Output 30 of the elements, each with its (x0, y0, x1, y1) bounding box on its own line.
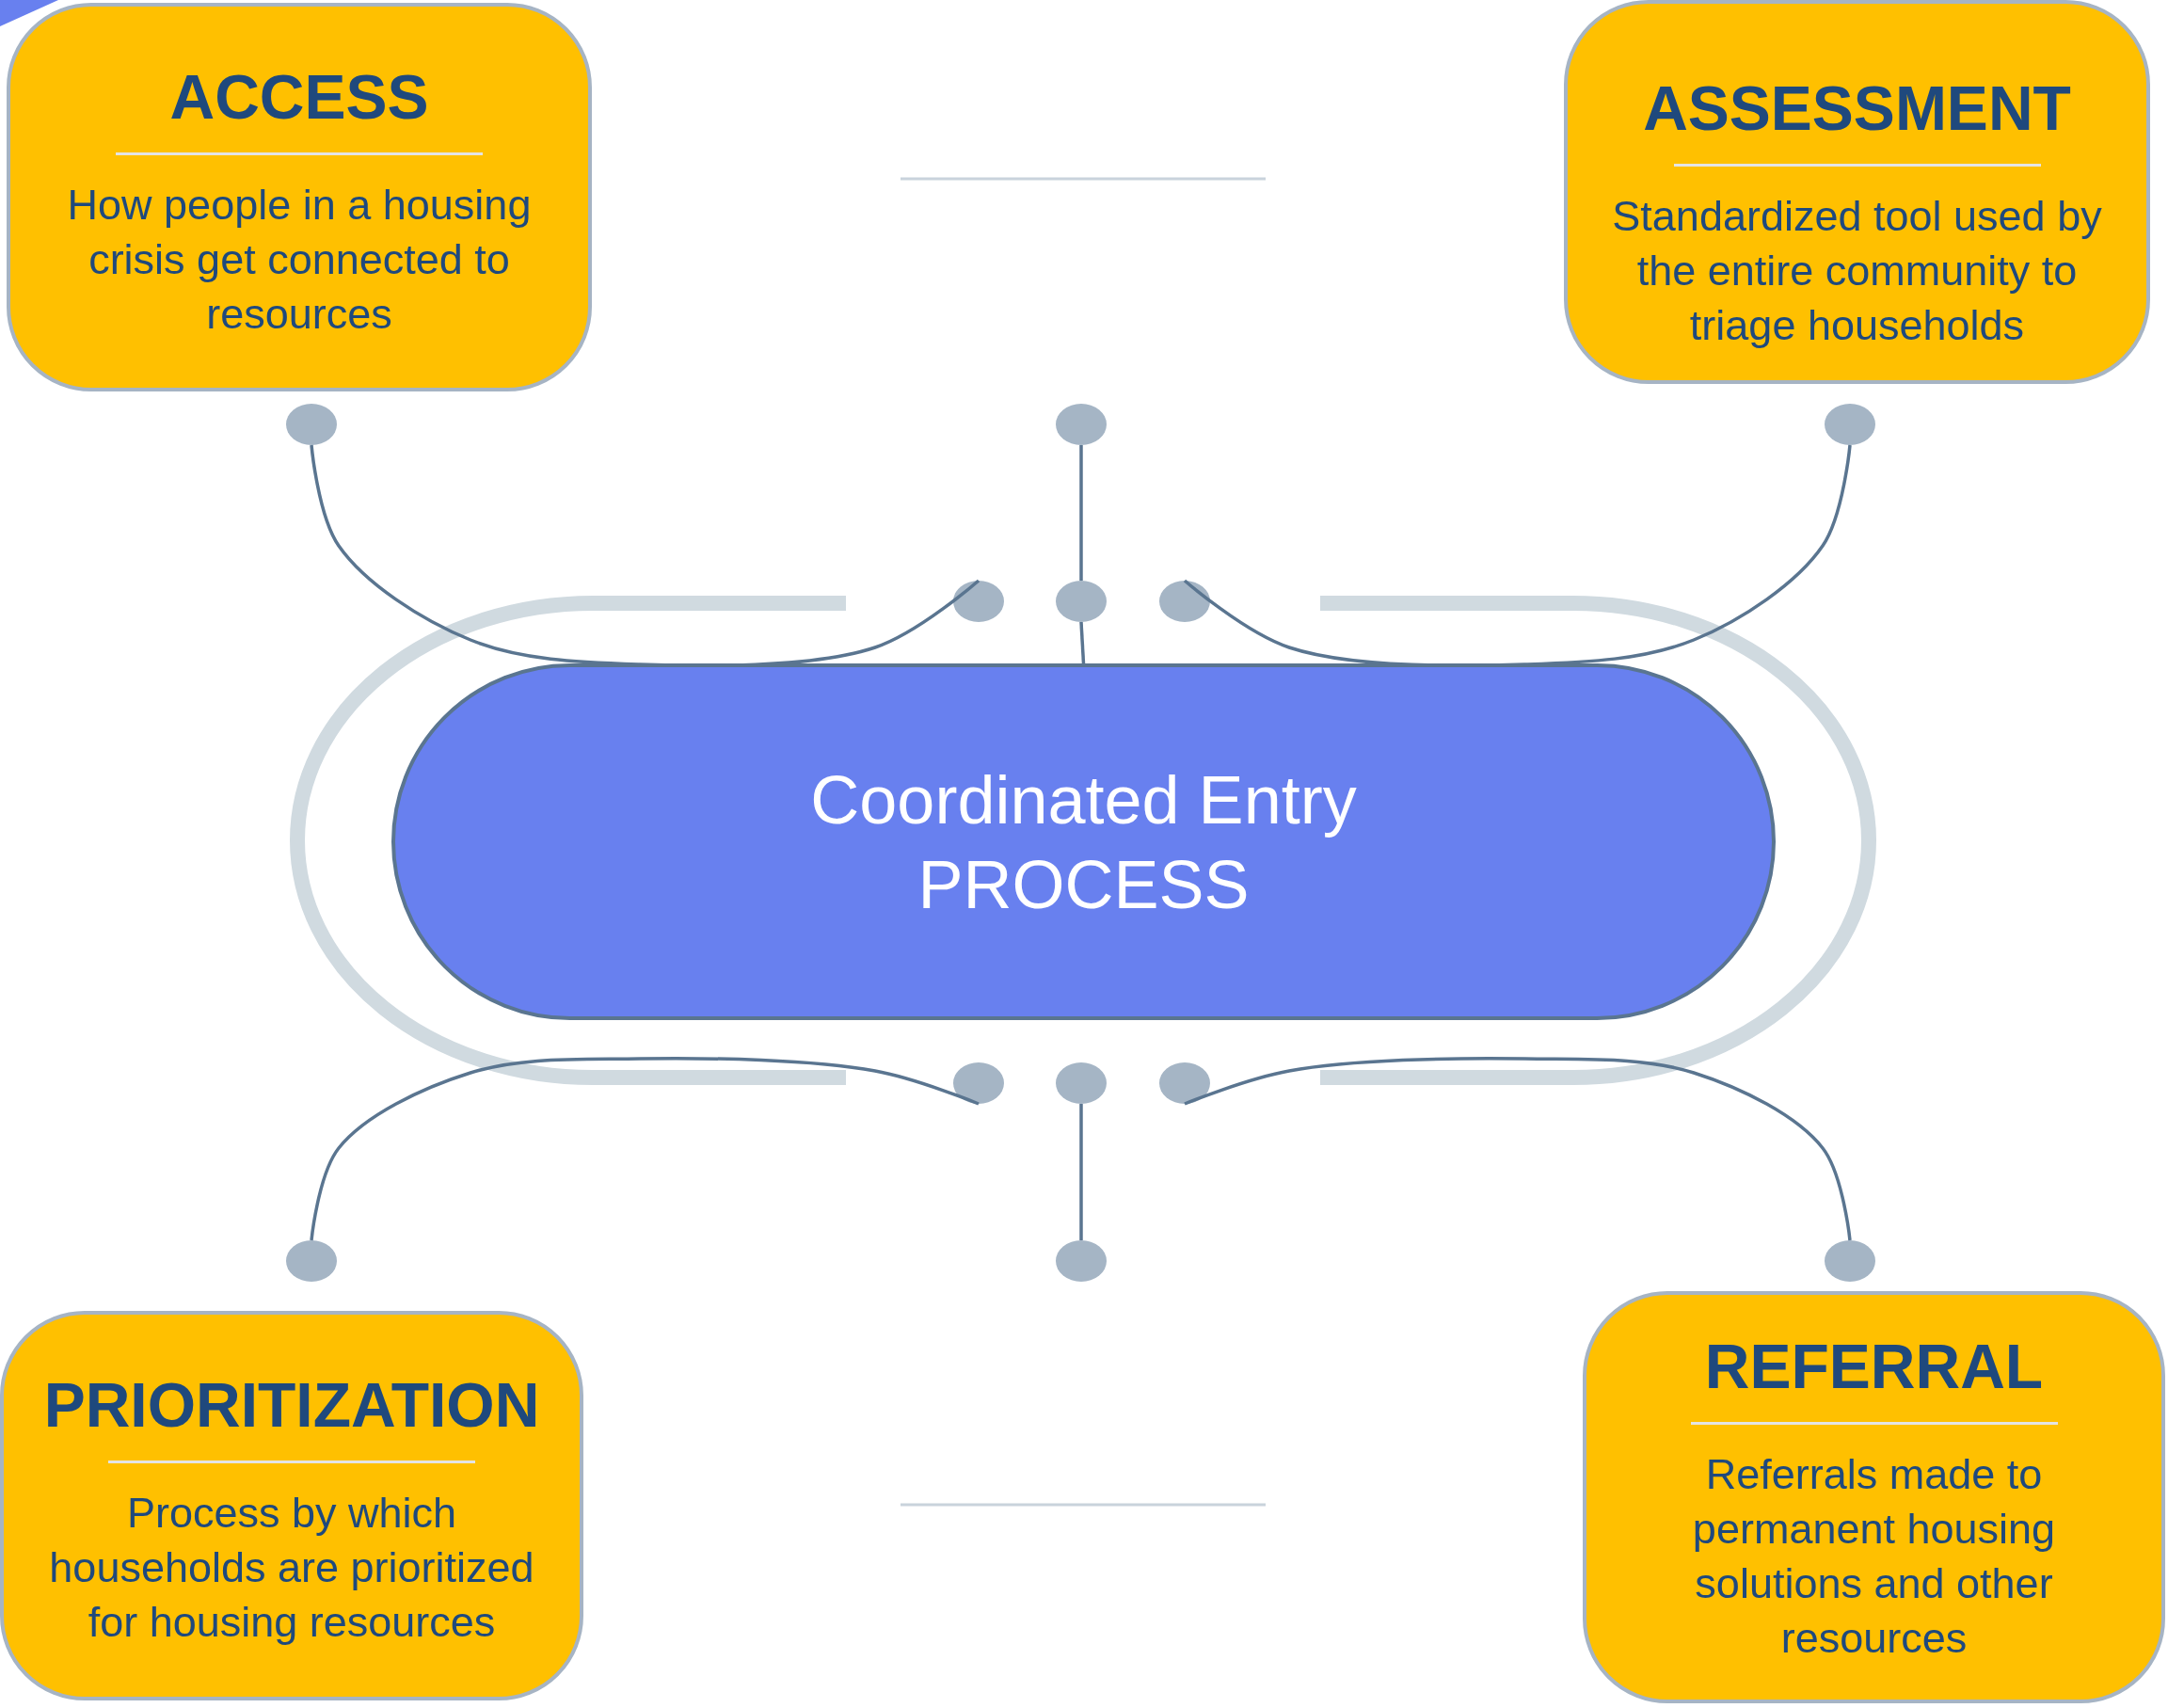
connector-dot (1825, 404, 1875, 445)
step-title: ACCESS (169, 63, 429, 132)
connector-dot (1056, 1062, 1107, 1104)
connector-line (1079, 1104, 1083, 1240)
step-title: REFERRAL (1704, 1333, 2044, 1401)
connector-dot (286, 1240, 337, 1282)
connector-dot (953, 581, 1004, 622)
connector-line (1079, 445, 1083, 581)
connector-dot (1825, 1240, 1875, 1282)
step-description: How people in a housing crisis get connected to resources (66, 179, 533, 340)
connector-line (310, 1056, 980, 1241)
step-description: Process by which households are prioritized for housing resources (48, 1487, 535, 1648)
connector-line (1079, 621, 1086, 664)
connector-line (1184, 1057, 1852, 1241)
step-card (1583, 1291, 2165, 1703)
connector-dot (1056, 404, 1107, 445)
step-title: PRIORITIZATION (43, 1371, 540, 1440)
connector-dot (1056, 581, 1107, 622)
step-description: Standardized tool used by the entire community to triage households (1611, 190, 2103, 351)
step-card (1564, 0, 2150, 384)
step-title: ASSESSMENT (1643, 74, 2071, 143)
connector-dot (286, 404, 337, 445)
step-card (7, 3, 592, 391)
connector-dot (1159, 1062, 1210, 1104)
process-title: Coordinated Entry PROCESS (809, 760, 1358, 924)
connector-dot (1056, 1240, 1107, 1282)
connector-dot (953, 1062, 1004, 1104)
step-card (0, 1311, 583, 1700)
step-description: Referrals made to permanent housing solutions and other resources (1691, 1448, 2057, 1664)
connector-dot (1159, 581, 1210, 622)
